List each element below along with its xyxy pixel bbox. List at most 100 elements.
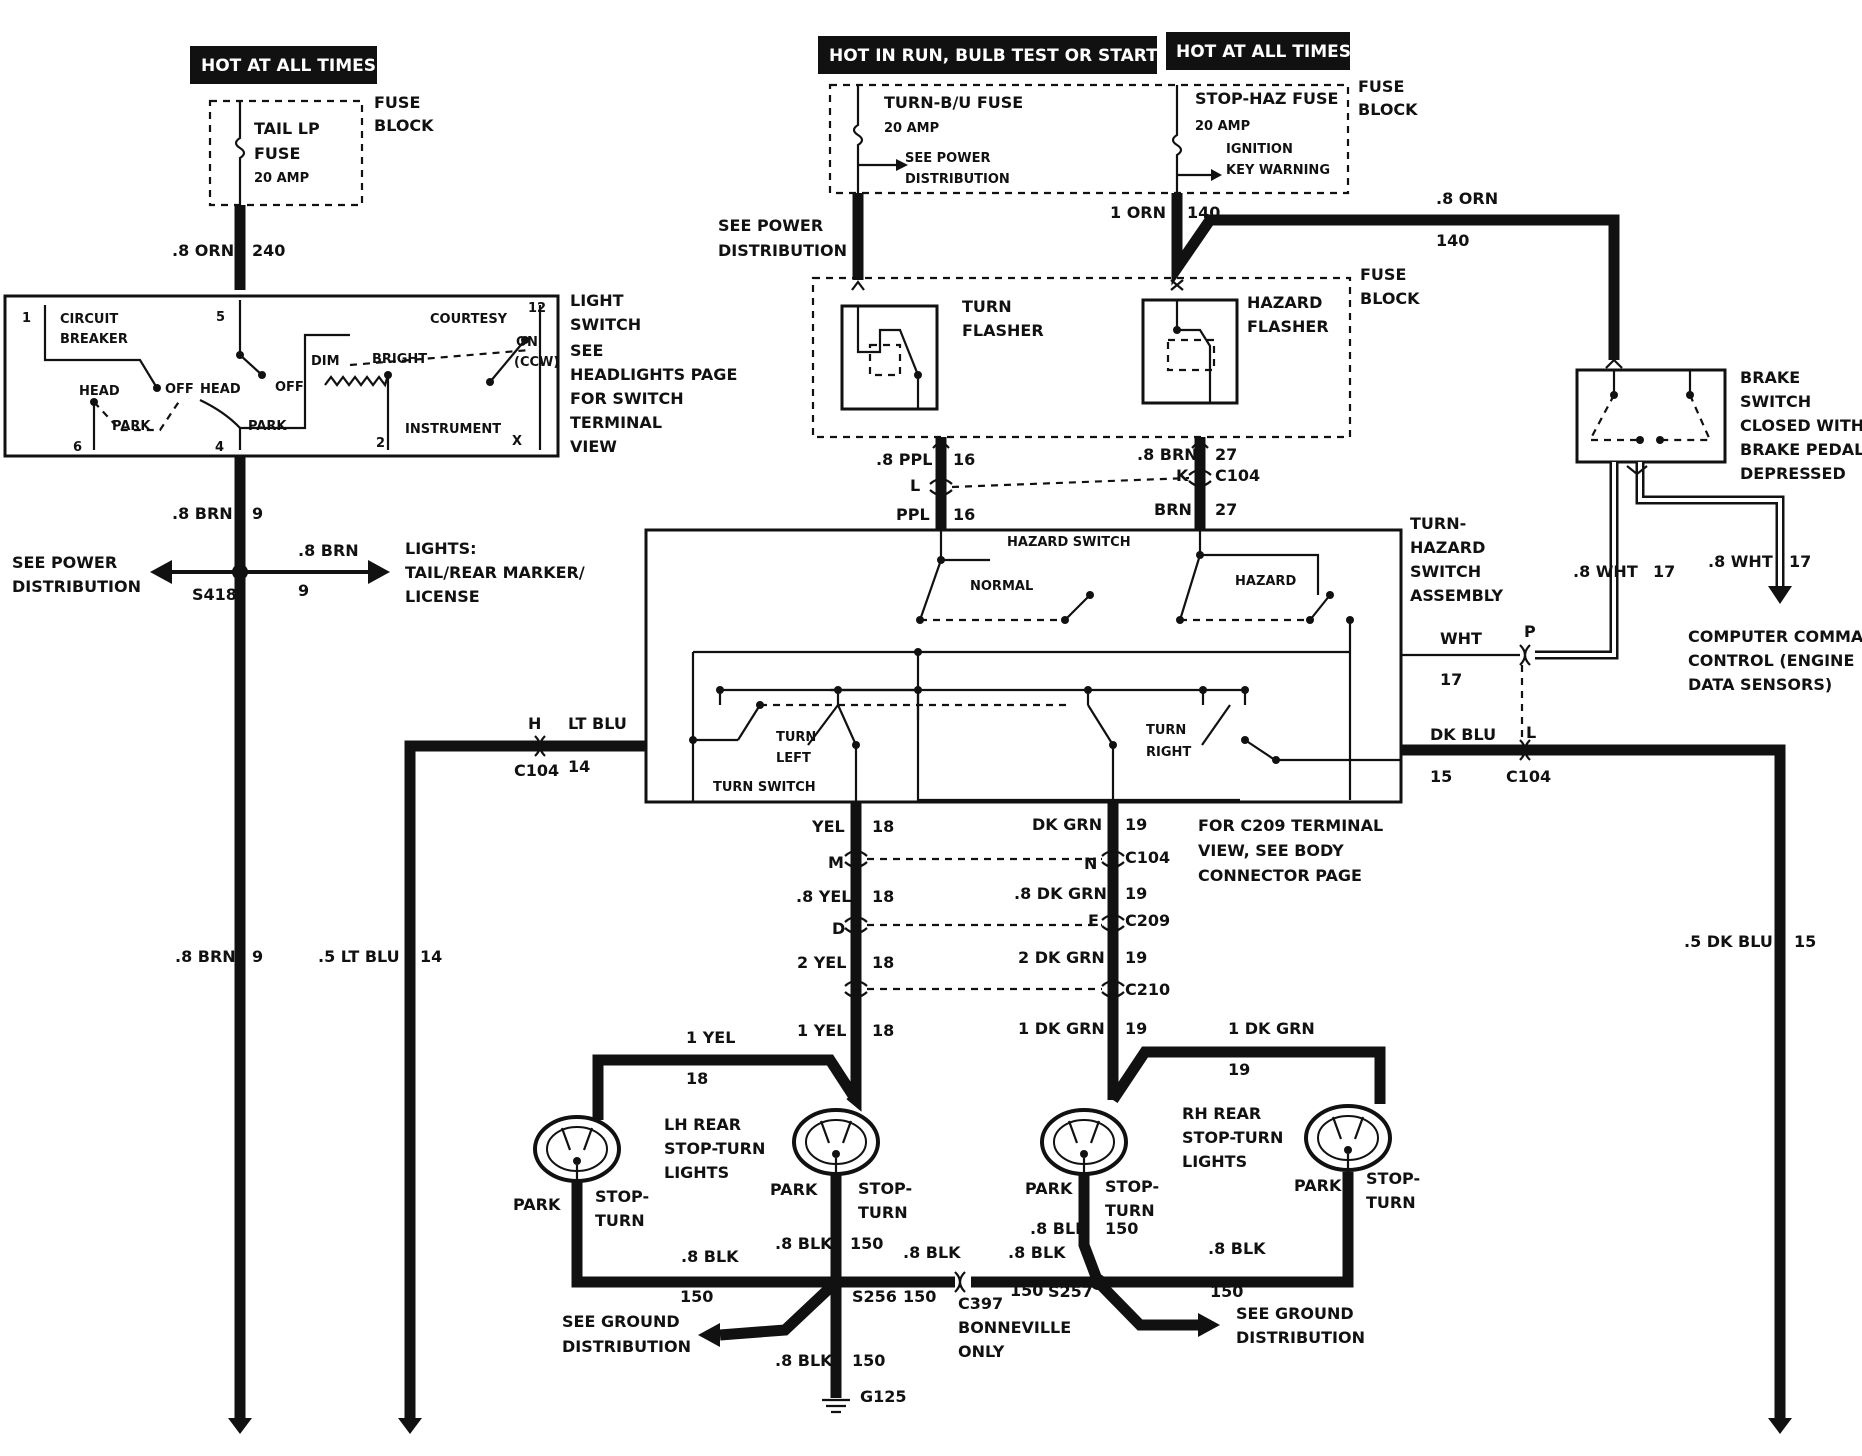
svg-text:DISTRIBUTION: DISTRIBUTION xyxy=(562,1337,691,1356)
svg-text:FLASHER: FLASHER xyxy=(1247,317,1329,336)
svg-text:OFF: OFF xyxy=(165,382,194,397)
svg-text:BREAKER: BREAKER xyxy=(60,332,128,347)
svg-text:C104: C104 xyxy=(1215,466,1260,485)
svg-text:DK BLU: DK BLU xyxy=(1430,725,1496,744)
svg-text:27: 27 xyxy=(1215,445,1237,464)
svg-text:DATA SENSORS): DATA SENSORS) xyxy=(1688,675,1832,694)
header-hot-at-all-times-right: HOT AT ALL TIMES xyxy=(1166,32,1351,70)
svg-text:RIGHT: RIGHT xyxy=(1146,745,1191,760)
svg-text:H: H xyxy=(528,714,541,733)
svg-text:TAIL LP: TAIL LP xyxy=(254,119,320,138)
svg-text:L: L xyxy=(910,476,920,495)
svg-text:TURN: TURN xyxy=(962,297,1012,316)
wire-14: H LT BLU C104 14 .5 LT BLU 14 xyxy=(318,714,646,1434)
svg-text:.8 DK GRN: .8 DK GRN xyxy=(1014,884,1107,903)
svg-text:L: L xyxy=(1526,723,1536,742)
svg-text:SWITCH: SWITCH xyxy=(1740,392,1811,411)
svg-text:STOP-: STOP- xyxy=(595,1187,649,1206)
svg-text:16: 16 xyxy=(953,450,975,469)
svg-text:150: 150 xyxy=(852,1351,885,1370)
svg-text:.5 LT BLU: .5 LT BLU xyxy=(318,947,400,966)
svg-text:16: 16 xyxy=(953,505,975,524)
svg-text:240: 240 xyxy=(252,241,285,260)
svg-text:E: E xyxy=(1088,911,1099,930)
wire-17: WHT 17 P .8 WHT 17 .8 WHT 17 COMPUTER CO… xyxy=(1400,462,1862,742)
svg-text:1 YEL: 1 YEL xyxy=(686,1028,735,1047)
svg-text:LIGHTS: LIGHTS xyxy=(664,1163,729,1182)
svg-text:9: 9 xyxy=(252,947,263,966)
svg-text:.8 BLK: .8 BLK xyxy=(775,1234,833,1253)
header-hot-in-run: HOT IN RUN, BULB TEST OR START xyxy=(818,36,1158,74)
lamp-labels: PARK STOP- TURN PARK STOP- TURN PARK STO… xyxy=(513,1104,1420,1230)
svg-text:CIRCUIT: CIRCUIT xyxy=(60,312,118,327)
svg-text:TAIL/REAR MARKER/: TAIL/REAR MARKER/ xyxy=(405,563,585,582)
flasher-fuse-block: TURN FLASHER HAZARD FLASHER FUSE BLOCK xyxy=(811,265,1420,439)
svg-text:ASSEMBLY: ASSEMBLY xyxy=(1410,586,1503,605)
svg-text:ONLY: ONLY xyxy=(958,1342,1005,1361)
svg-text:VIEW, SEE BODY: VIEW, SEE BODY xyxy=(1198,841,1344,860)
svg-text:.8 YEL: .8 YEL xyxy=(796,887,852,906)
svg-text:.8 BRN: .8 BRN xyxy=(175,947,236,966)
svg-text:VIEW: VIEW xyxy=(570,437,617,456)
svg-text:1 ORN: 1 ORN xyxy=(1110,203,1166,222)
svg-text:SEE POWER: SEE POWER xyxy=(905,151,990,166)
svg-text:FUSE: FUSE xyxy=(1360,265,1406,284)
svg-text:FUSE: FUSE xyxy=(374,93,420,112)
svg-text:TURN: TURN xyxy=(595,1211,645,1230)
svg-text:14: 14 xyxy=(568,757,590,776)
svg-text:PARK: PARK xyxy=(1025,1179,1073,1198)
svg-text:SEE POWER: SEE POWER xyxy=(12,553,117,572)
svg-text:150: 150 xyxy=(1105,1219,1138,1238)
svg-text:19: 19 xyxy=(1125,884,1147,903)
c209-note: FOR C209 TERMINAL VIEW, SEE BODY CONNECT… xyxy=(1198,816,1383,885)
svg-text:WHT: WHT xyxy=(1440,629,1482,648)
svg-text:BRIGHT: BRIGHT xyxy=(372,352,427,367)
svg-text:G125: G125 xyxy=(860,1387,907,1406)
svg-text:12: 12 xyxy=(528,301,546,316)
svg-text:HEAD: HEAD xyxy=(200,382,241,397)
svg-text:C210: C210 xyxy=(1125,980,1170,999)
svg-text:(CCW): (CCW) xyxy=(514,355,559,370)
svg-text:150: 150 xyxy=(1010,1281,1043,1300)
lamp-rh-park xyxy=(1304,1104,1392,1172)
svg-text:INSTRUMENT: INSTRUMENT xyxy=(405,422,501,437)
svg-text:CONTROL (ENGINE: CONTROL (ENGINE xyxy=(1688,651,1854,670)
svg-text:1 DK GRN: 1 DK GRN xyxy=(1228,1019,1315,1038)
svg-text:IGNITION: IGNITION xyxy=(1226,142,1293,157)
svg-text:.8 BLK: .8 BLK xyxy=(681,1247,739,1266)
svg-text:9: 9 xyxy=(252,504,263,523)
light-switch: 1 CIRCUIT BREAKER 5 COURTESY 12 ON (CCW)… xyxy=(3,294,560,458)
svg-text:18: 18 xyxy=(872,817,894,836)
svg-text:C104: C104 xyxy=(514,761,559,780)
svg-text:HOT AT ALL TIMES: HOT AT ALL TIMES xyxy=(201,56,376,76)
svg-text:LEFT: LEFT xyxy=(776,751,811,766)
wire-18: YEL 18 M .8 YEL 18 D 2 YEL 18 1 YEL 18 1… xyxy=(592,802,894,1120)
svg-text:2 YEL: 2 YEL xyxy=(797,953,846,972)
svg-text:DISTRIBUTION: DISTRIBUTION xyxy=(12,577,141,596)
svg-text:DK GRN: DK GRN xyxy=(1032,815,1102,834)
svg-text:BONNEVILLE: BONNEVILLE xyxy=(958,1318,1071,1337)
svg-text:.8 ORN: .8 ORN xyxy=(172,241,234,260)
turn-stop-fuse-block: TURN-B/U FUSE 20 AMP SEE POWER DISTRIBUT… xyxy=(828,77,1418,195)
svg-text:LIGHTS:: LIGHTS: xyxy=(405,539,477,558)
svg-text:TURN-B/U FUSE: TURN-B/U FUSE xyxy=(884,93,1023,112)
svg-text:19: 19 xyxy=(1125,815,1147,834)
svg-text:STOP-: STOP- xyxy=(1366,1169,1420,1188)
svg-text:RH REAR: RH REAR xyxy=(1182,1104,1261,1123)
svg-text:150: 150 xyxy=(903,1287,936,1306)
svg-text:TURN: TURN xyxy=(1105,1201,1155,1220)
svg-text:LT BLU: LT BLU xyxy=(568,714,627,733)
svg-text:SWITCH: SWITCH xyxy=(570,315,641,334)
svg-text:.8 WHT: .8 WHT xyxy=(1573,562,1638,581)
svg-text:COURTESY: COURTESY xyxy=(430,312,508,327)
turn-hazard-label: TURN- HAZARD SWITCH ASSEMBLY xyxy=(1410,514,1503,605)
svg-text:BLOCK: BLOCK xyxy=(374,116,434,135)
turn-hazard-switch-assembly: HAZARD SWITCH NORMAL HAZARD TURN LEFT TU… xyxy=(644,528,1403,804)
svg-text:.8 PPL: .8 PPL xyxy=(876,450,932,469)
svg-text:.8 BRN: .8 BRN xyxy=(172,504,233,523)
svg-text:LICENSE: LICENSE xyxy=(405,587,480,606)
svg-text:DISTRIBUTION: DISTRIBUTION xyxy=(718,241,847,260)
wire-16: .8 PPL 16 L PPL 16 xyxy=(876,437,975,530)
lamp-rh-stop xyxy=(1040,1108,1128,1176)
svg-text:.8 BLK: .8 BLK xyxy=(1208,1239,1266,1258)
